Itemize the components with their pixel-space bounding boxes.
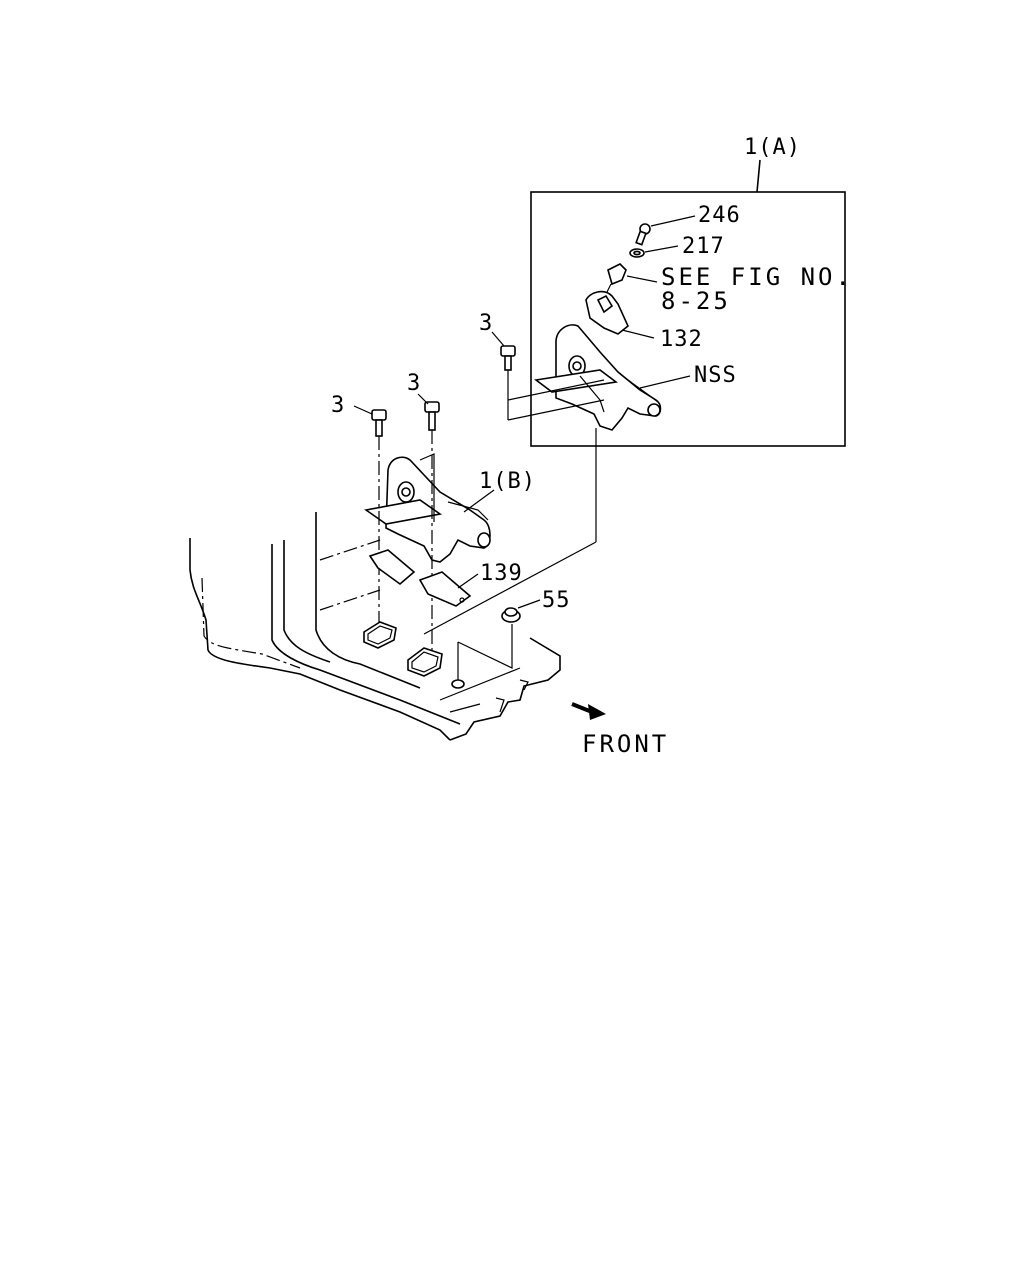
label-screw-246: 246 xyxy=(698,203,741,228)
label-grommet-55: 55 xyxy=(542,588,571,613)
label-washer-217: 217 xyxy=(682,234,725,259)
label-bolt-mid: 3 xyxy=(407,371,421,396)
label-bolt-box: 3 xyxy=(479,311,493,336)
floor-pad-left xyxy=(363,621,397,649)
cover-132 xyxy=(585,290,655,339)
bolt-box xyxy=(491,331,605,421)
leader-box-to-floor xyxy=(423,428,597,635)
bolt-mid xyxy=(417,393,440,650)
floor-panel xyxy=(189,512,561,741)
label-nss: NSS xyxy=(694,363,737,388)
grommet-55 xyxy=(451,599,541,689)
label-see-fig-line2: 8-25 xyxy=(661,287,731,315)
label-bracket-139: 139 xyxy=(480,561,523,586)
label-bolt-left: 3 xyxy=(331,393,345,418)
label-see-fig-line1: SEE FIG NO. xyxy=(661,263,853,291)
bracket-plate-139 xyxy=(368,549,479,607)
hinge-assembly-b xyxy=(363,453,495,563)
washer-217 xyxy=(629,245,679,258)
detail-box-assembly-a xyxy=(530,159,846,447)
label-assembly-b: 1(B) xyxy=(479,469,536,494)
floor-pad-right xyxy=(407,647,443,677)
front-arrow-icon xyxy=(571,702,606,720)
screw-246 xyxy=(635,215,696,246)
bolt-left xyxy=(353,405,387,640)
label-cover-132: 132 xyxy=(660,327,703,352)
clip-see-fig xyxy=(606,263,658,293)
label-front: FRONT xyxy=(582,730,669,758)
label-assembly-a: 1(A) xyxy=(744,135,801,160)
hinge-nss xyxy=(534,324,691,431)
